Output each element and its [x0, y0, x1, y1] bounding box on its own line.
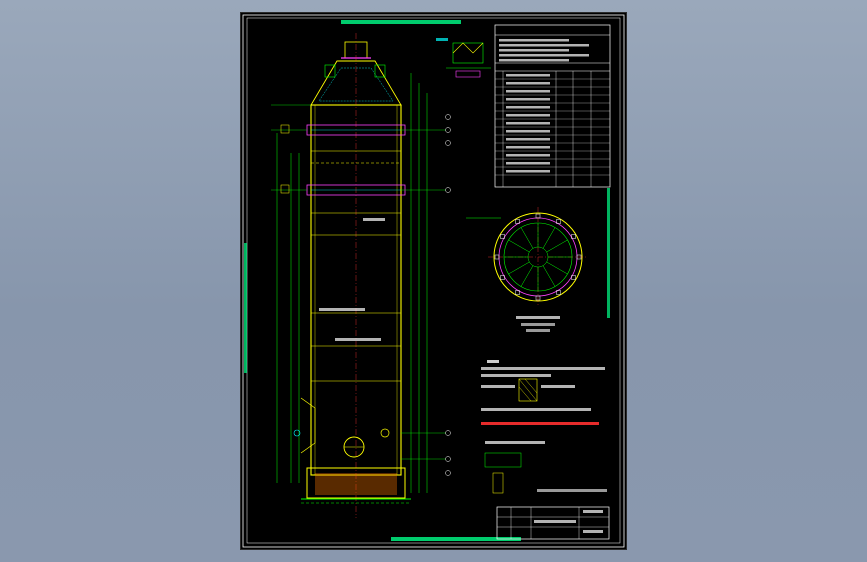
nozzle-balloon-6 [445, 456, 451, 462]
right-dimensions [401, 73, 451, 493]
shell-callout-2 [335, 338, 381, 341]
top-head-inner [318, 67, 394, 102]
technical-notes [481, 360, 607, 494]
table-row-text [506, 138, 550, 141]
left-pipe [290, 153, 316, 483]
note-red-line [481, 422, 599, 425]
section-spoke [542, 265, 556, 287]
top-banner-text [341, 20, 461, 24]
drawing-sheet [241, 13, 626, 549]
section-view [466, 207, 588, 332]
bed-band-2 [306, 184, 406, 196]
table-row-text [506, 98, 550, 101]
section-lug [500, 234, 505, 239]
section-lug [515, 290, 520, 295]
top-lug-right [374, 64, 386, 78]
section-lug [500, 275, 505, 280]
section-spoke [508, 239, 530, 253]
cad-drawing [242, 14, 625, 548]
table-header-text [499, 39, 569, 42]
section-caption [516, 316, 560, 319]
section-lug [494, 254, 500, 260]
table-row-text [506, 90, 550, 93]
section-lug [535, 213, 541, 219]
nozzle-balloon-4 [445, 187, 451, 193]
table-row-text [506, 74, 550, 77]
left-vertical-note [244, 243, 247, 373]
detail-top-flange [436, 38, 491, 78]
section-lug [556, 219, 561, 224]
table-row-text [506, 130, 550, 133]
table-header-text [499, 44, 589, 47]
table-header-text [499, 54, 589, 57]
shell-callout-1 [319, 308, 365, 311]
table-row-text [506, 122, 550, 125]
right-vertical-note [607, 188, 610, 318]
table-row-text [506, 114, 550, 117]
drawing-frame-inner [246, 17, 621, 544]
nozzle-balloon-2 [445, 127, 451, 133]
section-spoke [542, 227, 556, 249]
table-header-text [499, 59, 569, 62]
table-rows [495, 39, 610, 176]
section-spoke [546, 239, 568, 253]
table-header-text [499, 49, 569, 52]
section-lug [556, 290, 561, 295]
base-fill [315, 473, 397, 495]
base-skirt [306, 467, 406, 499]
nozzle-balloon-5 [445, 430, 451, 436]
table-row-text [506, 154, 550, 157]
section-spoke [520, 227, 534, 249]
top-lug-left [324, 64, 336, 78]
section-spokes [494, 213, 582, 301]
table-row-text [506, 106, 550, 109]
side-nozzle [380, 428, 390, 438]
table-row-text [506, 82, 550, 85]
section-lug [535, 295, 541, 301]
drawing-frame-outer [242, 14, 625, 548]
section-lug [576, 254, 582, 260]
table-row-text [506, 146, 550, 149]
title-block [496, 506, 610, 540]
shell-callout-3 [363, 218, 385, 221]
table-row-text [506, 170, 550, 173]
section-spoke [508, 261, 530, 275]
column-vessel [301, 33, 411, 518]
nozzle-balloon-7 [445, 470, 451, 476]
design-data-table [494, 24, 611, 188]
nozzle-balloon-1 [445, 114, 451, 120]
table-row-text [506, 162, 550, 165]
section-spoke [546, 261, 568, 275]
bottom-banner-text [391, 537, 521, 541]
section-lug [571, 234, 576, 239]
section-lug [571, 275, 576, 280]
left-dimensions [271, 104, 311, 483]
nozzle-balloon-3 [445, 140, 451, 146]
section-spoke [520, 265, 534, 287]
section-lug [515, 219, 520, 224]
